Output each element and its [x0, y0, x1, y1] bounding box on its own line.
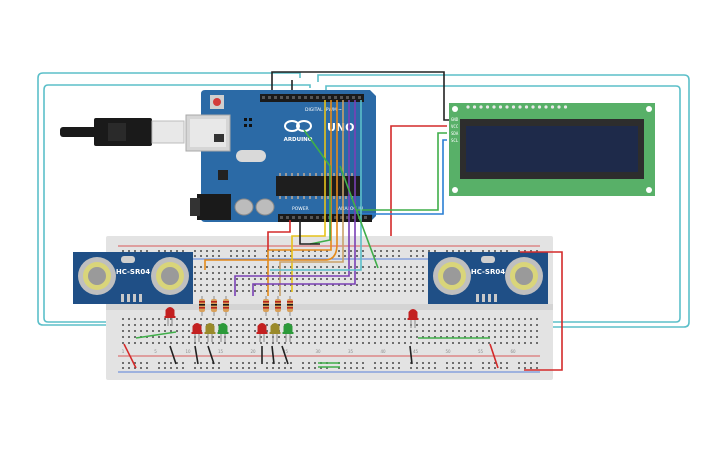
- black-wire-lcd-gnd: [271, 71, 456, 121]
- column-number: 50: [445, 349, 451, 354]
- sensor-left-label: HC-SR04: [116, 268, 150, 276]
- leds: [164, 307, 419, 342]
- lcd-pin-sda: SDA: [451, 131, 459, 136]
- arduino-power-label: POWER: [292, 206, 309, 212]
- lcd-pin-vcc: VCC: [451, 124, 459, 129]
- teal-wire-outer-2: [43, 84, 311, 323]
- column-number: 35: [348, 349, 354, 354]
- column-number: 30: [315, 349, 321, 354]
- led[interactable]: [164, 307, 176, 326]
- ultrasonic-sensor-right[interactable]: HC-SR04: [428, 252, 548, 304]
- reset-button[interactable]: [213, 98, 221, 106]
- arduino-analog-label: ANALOG IN: [338, 206, 363, 212]
- green-wire-diag-2: [339, 165, 379, 269]
- lcd-screen: [466, 126, 638, 172]
- led[interactable]: [217, 323, 229, 342]
- red-wire-right-bottom: [489, 343, 499, 369]
- ground-jumpers: [169, 345, 413, 365]
- resistor[interactable]: [287, 296, 293, 316]
- tan-wire: [279, 100, 344, 296]
- column-number: 40: [380, 349, 386, 354]
- column-number: 1: [122, 349, 125, 354]
- column-number: 60: [510, 349, 516, 354]
- signal-wires: [204, 100, 379, 296]
- column-number: 25: [283, 349, 289, 354]
- red-wire-left-bottom: [123, 343, 137, 369]
- column-number: 55: [478, 349, 484, 354]
- led[interactable]: [256, 323, 268, 342]
- led[interactable]: [282, 323, 294, 342]
- teal-wire-outer-1: [37, 72, 301, 326]
- green-wire-left-bottom: [135, 331, 177, 339]
- resistors: [199, 296, 293, 316]
- orange-wire-2: [267, 100, 332, 296]
- arduino-model-text: UNO: [327, 121, 355, 134]
- resistor[interactable]: [223, 296, 229, 316]
- column-number: 5: [154, 349, 157, 354]
- column-number: 15: [218, 349, 224, 354]
- resistor[interactable]: [211, 296, 217, 316]
- resistor[interactable]: [199, 296, 205, 316]
- resistor[interactable]: [263, 296, 269, 316]
- black-wire-gnd: [299, 220, 320, 245]
- yellow-wire: [291, 100, 326, 292]
- red-wire-lcd-vcc: [390, 125, 447, 250]
- column-number: 20: [250, 349, 256, 354]
- led[interactable]: [191, 323, 203, 342]
- column-number: 10: [185, 349, 191, 354]
- red-wire-5v: [267, 220, 291, 250]
- orange-wire-1: [204, 100, 338, 270]
- atmega-chip: [276, 176, 360, 196]
- green-wire-lcd-sda: [357, 132, 447, 211]
- led[interactable]: [204, 323, 216, 342]
- led[interactable]: [407, 309, 419, 328]
- red-wire-right-rail: [520, 251, 563, 371]
- teal-wire-signal: [270, 100, 362, 271]
- lcd-display[interactable]: GND VCC SDA SCL: [449, 103, 655, 196]
- sensor-right-label: HC-SR04: [471, 268, 505, 276]
- resistor[interactable]: [275, 296, 281, 316]
- green-wire-diag-1: [303, 129, 331, 245]
- ultrasonic-sensor-left[interactable]: HC-SR04: [73, 252, 193, 304]
- led[interactable]: [269, 323, 281, 342]
- teal-wire-outer-3: [317, 74, 690, 328]
- blue-wire-lcd-scl: [362, 139, 447, 215]
- usb-cable: [60, 118, 185, 146]
- lcd-pin-gnd: GND: [451, 117, 459, 122]
- arduino-uno-board[interactable]: ARDUINO UNO DIGITAL (PWM ~) POWER ANALOG…: [185, 90, 376, 222]
- column-number: 45: [413, 349, 419, 354]
- lcd-pin-scl: SCL: [451, 138, 459, 143]
- outer-teal-wires: [37, 72, 690, 328]
- arduino-logo-text: ARDUINO: [284, 137, 313, 143]
- purple-wire-2: [252, 100, 356, 296]
- teal-wire-outer-4: [325, 85, 681, 323]
